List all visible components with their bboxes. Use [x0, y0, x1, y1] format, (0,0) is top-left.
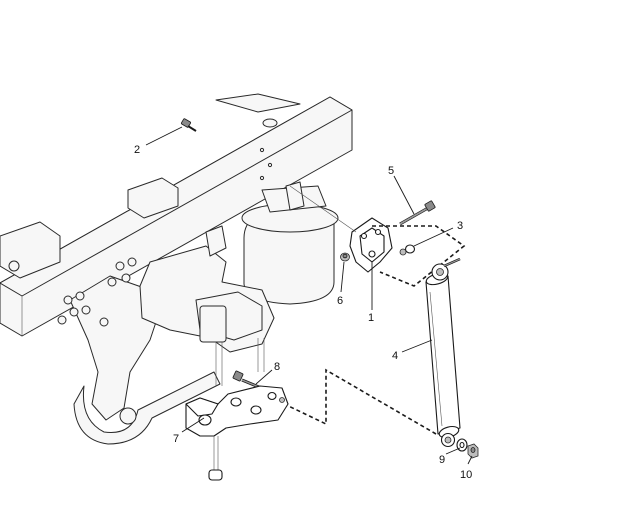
- air-spring: [241, 181, 339, 305]
- callout-6: 6: [337, 295, 343, 307]
- part-1-upper-shock-bracket: [289, 185, 393, 273]
- callout-4: 4: [392, 350, 398, 362]
- part-4-shock-absorber: [425, 257, 461, 448]
- assembly-path-lower: [275, 368, 437, 435]
- callout-1: 1: [368, 312, 374, 324]
- part-10-nut: [467, 443, 479, 459]
- part-3-washer-nut: [399, 244, 416, 256]
- assembly-path-upper: [372, 225, 466, 287]
- part-2-bolt: [181, 118, 197, 132]
- callout-8: 8: [274, 361, 280, 373]
- callout-9: 9: [439, 454, 445, 466]
- part-6-nut: [340, 252, 350, 262]
- leader-lines: [145, 126, 473, 465]
- callout-5: 5: [388, 165, 394, 177]
- cross-member: [0, 177, 179, 279]
- part-7-lower-bracket: [185, 385, 289, 481]
- callout-3: 3: [457, 220, 463, 232]
- part-5-long-bolt: [399, 200, 436, 226]
- callout-2: 2: [134, 144, 140, 156]
- callout-10: 10: [460, 469, 472, 481]
- callout-7: 7: [173, 433, 179, 445]
- trailing-arm-assembly: [57, 225, 275, 445]
- callout-labels: 2 5 3 6 1 4 8 7 9 10: [134, 144, 472, 481]
- part-9-washer: [456, 438, 468, 452]
- hanger-bolts: [57, 257, 137, 327]
